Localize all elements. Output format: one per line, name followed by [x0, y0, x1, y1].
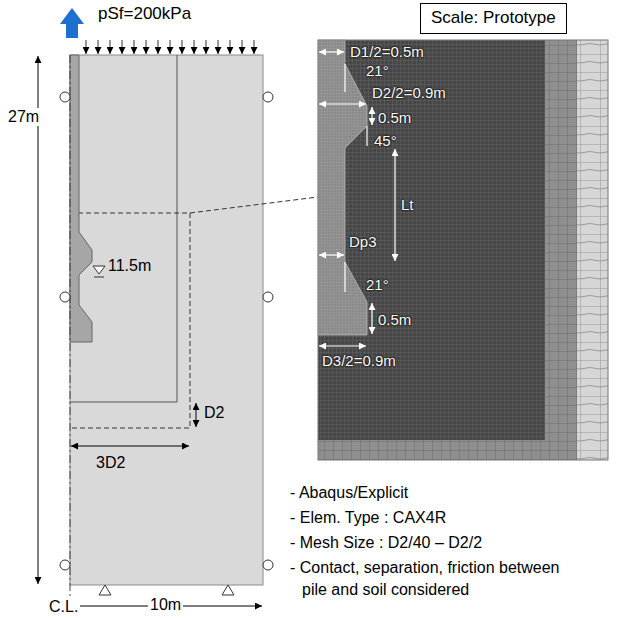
load-arrow	[146, 40, 147, 54]
roller-symbol	[263, 560, 273, 570]
load-arrow	[194, 40, 195, 54]
load-arrow	[158, 40, 159, 54]
dimension-line	[371, 303, 372, 334]
dimension-label: D3/2=0.9m	[322, 352, 396, 369]
scale-box: Scale: Prototype	[420, 3, 567, 34]
load-arrow	[254, 40, 255, 54]
mesh-coarse	[577, 40, 608, 460]
dimension-line	[319, 51, 344, 52]
water-table-symbol	[93, 266, 105, 274]
load-arrow	[230, 40, 231, 54]
note-text: - Elem. Type : CAX4R	[290, 507, 565, 529]
dimension-label: 0.5m	[378, 311, 411, 328]
dimension-label: D2/2=0.9m	[372, 84, 446, 101]
note-text: - Contact, separation, friction between …	[290, 557, 565, 600]
pile-mesh	[318, 40, 367, 335]
refined-region-border	[70, 55, 177, 402]
load-arrow	[134, 40, 135, 54]
mesh-medium	[545, 40, 577, 460]
load-arrow	[122, 40, 123, 54]
soil-domain	[70, 55, 263, 585]
load-arrow	[170, 40, 171, 54]
note-text: - Abaqus/Explicit	[290, 482, 565, 504]
pile-body	[70, 55, 92, 342]
angle-label: 21°	[366, 276, 389, 293]
dimension-label: Lt	[401, 196, 414, 213]
pullout-arrow	[60, 8, 84, 38]
load-arrow	[242, 40, 243, 54]
load-arrow	[86, 40, 87, 54]
dimension-label: Dp3	[349, 233, 377, 250]
axis-label: C.L.	[47, 598, 80, 616]
zoom-leader	[190, 197, 318, 213]
angle-reference	[344, 262, 345, 292]
dimension-line	[394, 149, 395, 261]
dimension-label: D2	[204, 404, 224, 422]
dimension-lines	[38, 56, 262, 606]
pin-support	[222, 585, 234, 595]
dimension-line	[319, 345, 366, 346]
load-arrow	[206, 40, 207, 54]
dimension-label: D1/2=0.5m	[350, 43, 424, 60]
roller-symbol	[60, 292, 70, 302]
dimension-line	[319, 103, 366, 104]
roller-symbol	[60, 560, 70, 570]
dimension-label: 0.5m	[378, 109, 411, 126]
load-arrow	[182, 40, 183, 54]
load-label: pSf=200kPa	[98, 4, 191, 24]
water-table-symbol	[94, 277, 104, 278]
water-level-label: 11.5m	[108, 257, 151, 275]
dimension-line	[38, 56, 39, 584]
roller-symbol	[263, 92, 273, 102]
dimension-line	[71, 446, 189, 447]
mesh-medium	[318, 440, 545, 460]
dimension-line	[196, 403, 197, 427]
zoom-panel-border	[318, 40, 608, 460]
center-line	[70, 55, 71, 596]
dimension-line	[371, 107, 372, 125]
load-arrow	[110, 40, 111, 54]
roller-symbol	[60, 92, 70, 102]
box-text: Scale: Prototype	[431, 7, 556, 29]
angle-label: 21°	[366, 62, 389, 79]
dimension-label: 10m	[148, 596, 183, 614]
mesh-fine	[318, 40, 608, 460]
load-arrow	[98, 40, 99, 54]
dimension-label: 27m	[6, 108, 41, 126]
pin-support	[99, 585, 111, 595]
angle-reference	[344, 64, 345, 92]
dimension-line	[319, 254, 344, 255]
angle-label: 45°	[374, 132, 397, 149]
load-arrow	[218, 40, 219, 54]
roller-symbol	[263, 292, 273, 302]
angle-reference	[366, 126, 367, 146]
note-text: - Mesh Size : D2/40 – D2/2	[290, 532, 565, 554]
surcharge-arrows	[86, 40, 254, 54]
roller-supports	[60, 92, 273, 595]
dimension-label: 3D2	[96, 454, 125, 472]
